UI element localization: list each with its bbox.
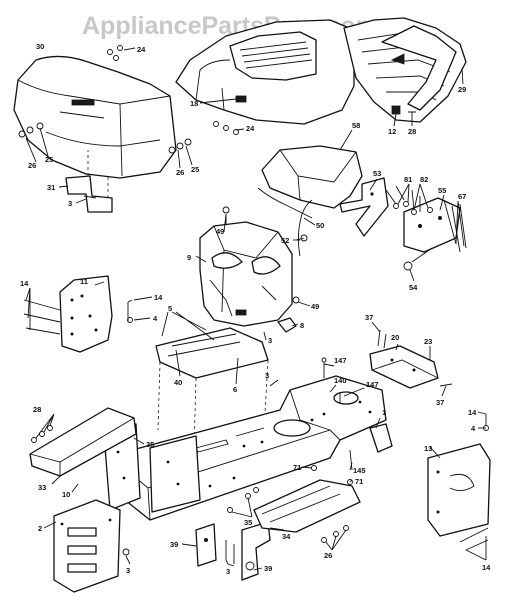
hood (175, 19, 355, 125)
callout-40: 40 (174, 378, 182, 387)
grille-panels (343, 17, 467, 123)
callout-5: 5 (168, 304, 172, 313)
callout-58: 58 (352, 121, 360, 130)
callout-35: 35 (244, 518, 252, 527)
callout-55: 55 (438, 186, 446, 195)
hardware-top-left (18, 45, 239, 199)
callout-25: 25 (191, 165, 199, 174)
callout-3: 3 (68, 199, 72, 208)
side-plate-13 (427, 414, 491, 551)
callout-67: 67 (458, 192, 466, 201)
plate-55 (385, 185, 467, 253)
rear-bracket-20 (369, 329, 453, 389)
callout-26: 26 (28, 161, 36, 170)
callout-39: 39 (170, 540, 178, 549)
callout-14: 14 (468, 408, 477, 417)
callout-54: 54 (409, 283, 418, 292)
callout-25: 25 (45, 155, 53, 164)
leader-lines (25, 47, 487, 571)
clip-12 (391, 105, 401, 115)
callout-12: 12 (388, 127, 396, 136)
bolt-28 (408, 111, 416, 126)
callout-14: 14 (482, 563, 491, 572)
callout-49: 49 (311, 302, 319, 311)
bolts-3 (225, 540, 235, 564)
hitch-tab (369, 423, 393, 453)
callout-53: 53 (373, 169, 381, 178)
bracket-31 (65, 150, 113, 213)
bracket-39-left (195, 523, 217, 567)
callout-9: 9 (187, 253, 191, 262)
callout-31: 31 (47, 183, 55, 192)
rod-50 (297, 199, 313, 257)
screw-49a (222, 206, 230, 214)
callout-35: 35 (146, 440, 154, 449)
footrest-33 (29, 407, 137, 477)
lower-plate-2 (53, 499, 130, 593)
callout-26: 26 (324, 551, 332, 560)
callout-39: 39 (264, 564, 272, 573)
callout-52: 52 (281, 236, 289, 245)
callout-82: 82 (420, 175, 428, 184)
callout-10: 10 (62, 490, 70, 499)
callout-20: 20 (391, 333, 399, 342)
callout-3: 3 (265, 371, 269, 380)
callout-29: 29 (458, 85, 466, 94)
heat-shield (257, 145, 363, 219)
callouts: 30 24 18 24 26 25 26 25 29 12 28 31 3 58… (20, 42, 491, 576)
dash-panel (13, 55, 177, 179)
clip-8 (277, 317, 297, 333)
callout-2: 2 (38, 524, 42, 533)
callout-4: 4 (153, 314, 158, 323)
callout-28: 28 (408, 127, 416, 136)
callout-145: 145 (353, 466, 366, 475)
callout-71: 71 (293, 463, 301, 472)
callout-1: 1 (382, 408, 386, 417)
callout-71: 71 (355, 477, 363, 486)
spring-54 (403, 247, 433, 271)
callout-23: 23 (424, 337, 432, 346)
callout-37: 37 (436, 398, 444, 407)
callout-3: 3 (226, 567, 230, 576)
callout-140: 140 (334, 376, 347, 385)
dash-panel-left (23, 275, 133, 353)
callout-8: 8 (300, 321, 304, 330)
callout-14: 14 (20, 279, 29, 288)
callout-37: 37 (365, 313, 373, 322)
callout-24: 24 (246, 124, 255, 133)
screw-49b (292, 296, 300, 304)
callout-11: 11 (80, 277, 88, 286)
dash-tower (199, 221, 293, 327)
callout-26: 26 (176, 168, 184, 177)
callout-3: 3 (268, 336, 272, 345)
callout-147: 147 (334, 356, 347, 365)
callout-4: 4 (471, 424, 476, 433)
callout-30: 30 (36, 42, 44, 51)
callout-14: 14 (154, 293, 163, 302)
callout-6: 6 (233, 385, 237, 394)
callout-18: 18 (190, 99, 198, 108)
bolt-147a (321, 357, 327, 363)
callout-147: 147 (366, 380, 379, 389)
callout-50: 50 (316, 221, 324, 230)
callout-24: 24 (137, 45, 146, 54)
callout-28: 28 (33, 405, 41, 414)
callout-33: 33 (38, 483, 46, 492)
bracket-53 (339, 177, 389, 237)
callout-34: 34 (282, 532, 291, 541)
panel-34 (227, 479, 361, 533)
callout-13: 13 (424, 444, 432, 453)
callout-49: 49 (216, 227, 224, 236)
callout-3: 3 (126, 566, 130, 575)
callout-81: 81 (404, 175, 412, 184)
